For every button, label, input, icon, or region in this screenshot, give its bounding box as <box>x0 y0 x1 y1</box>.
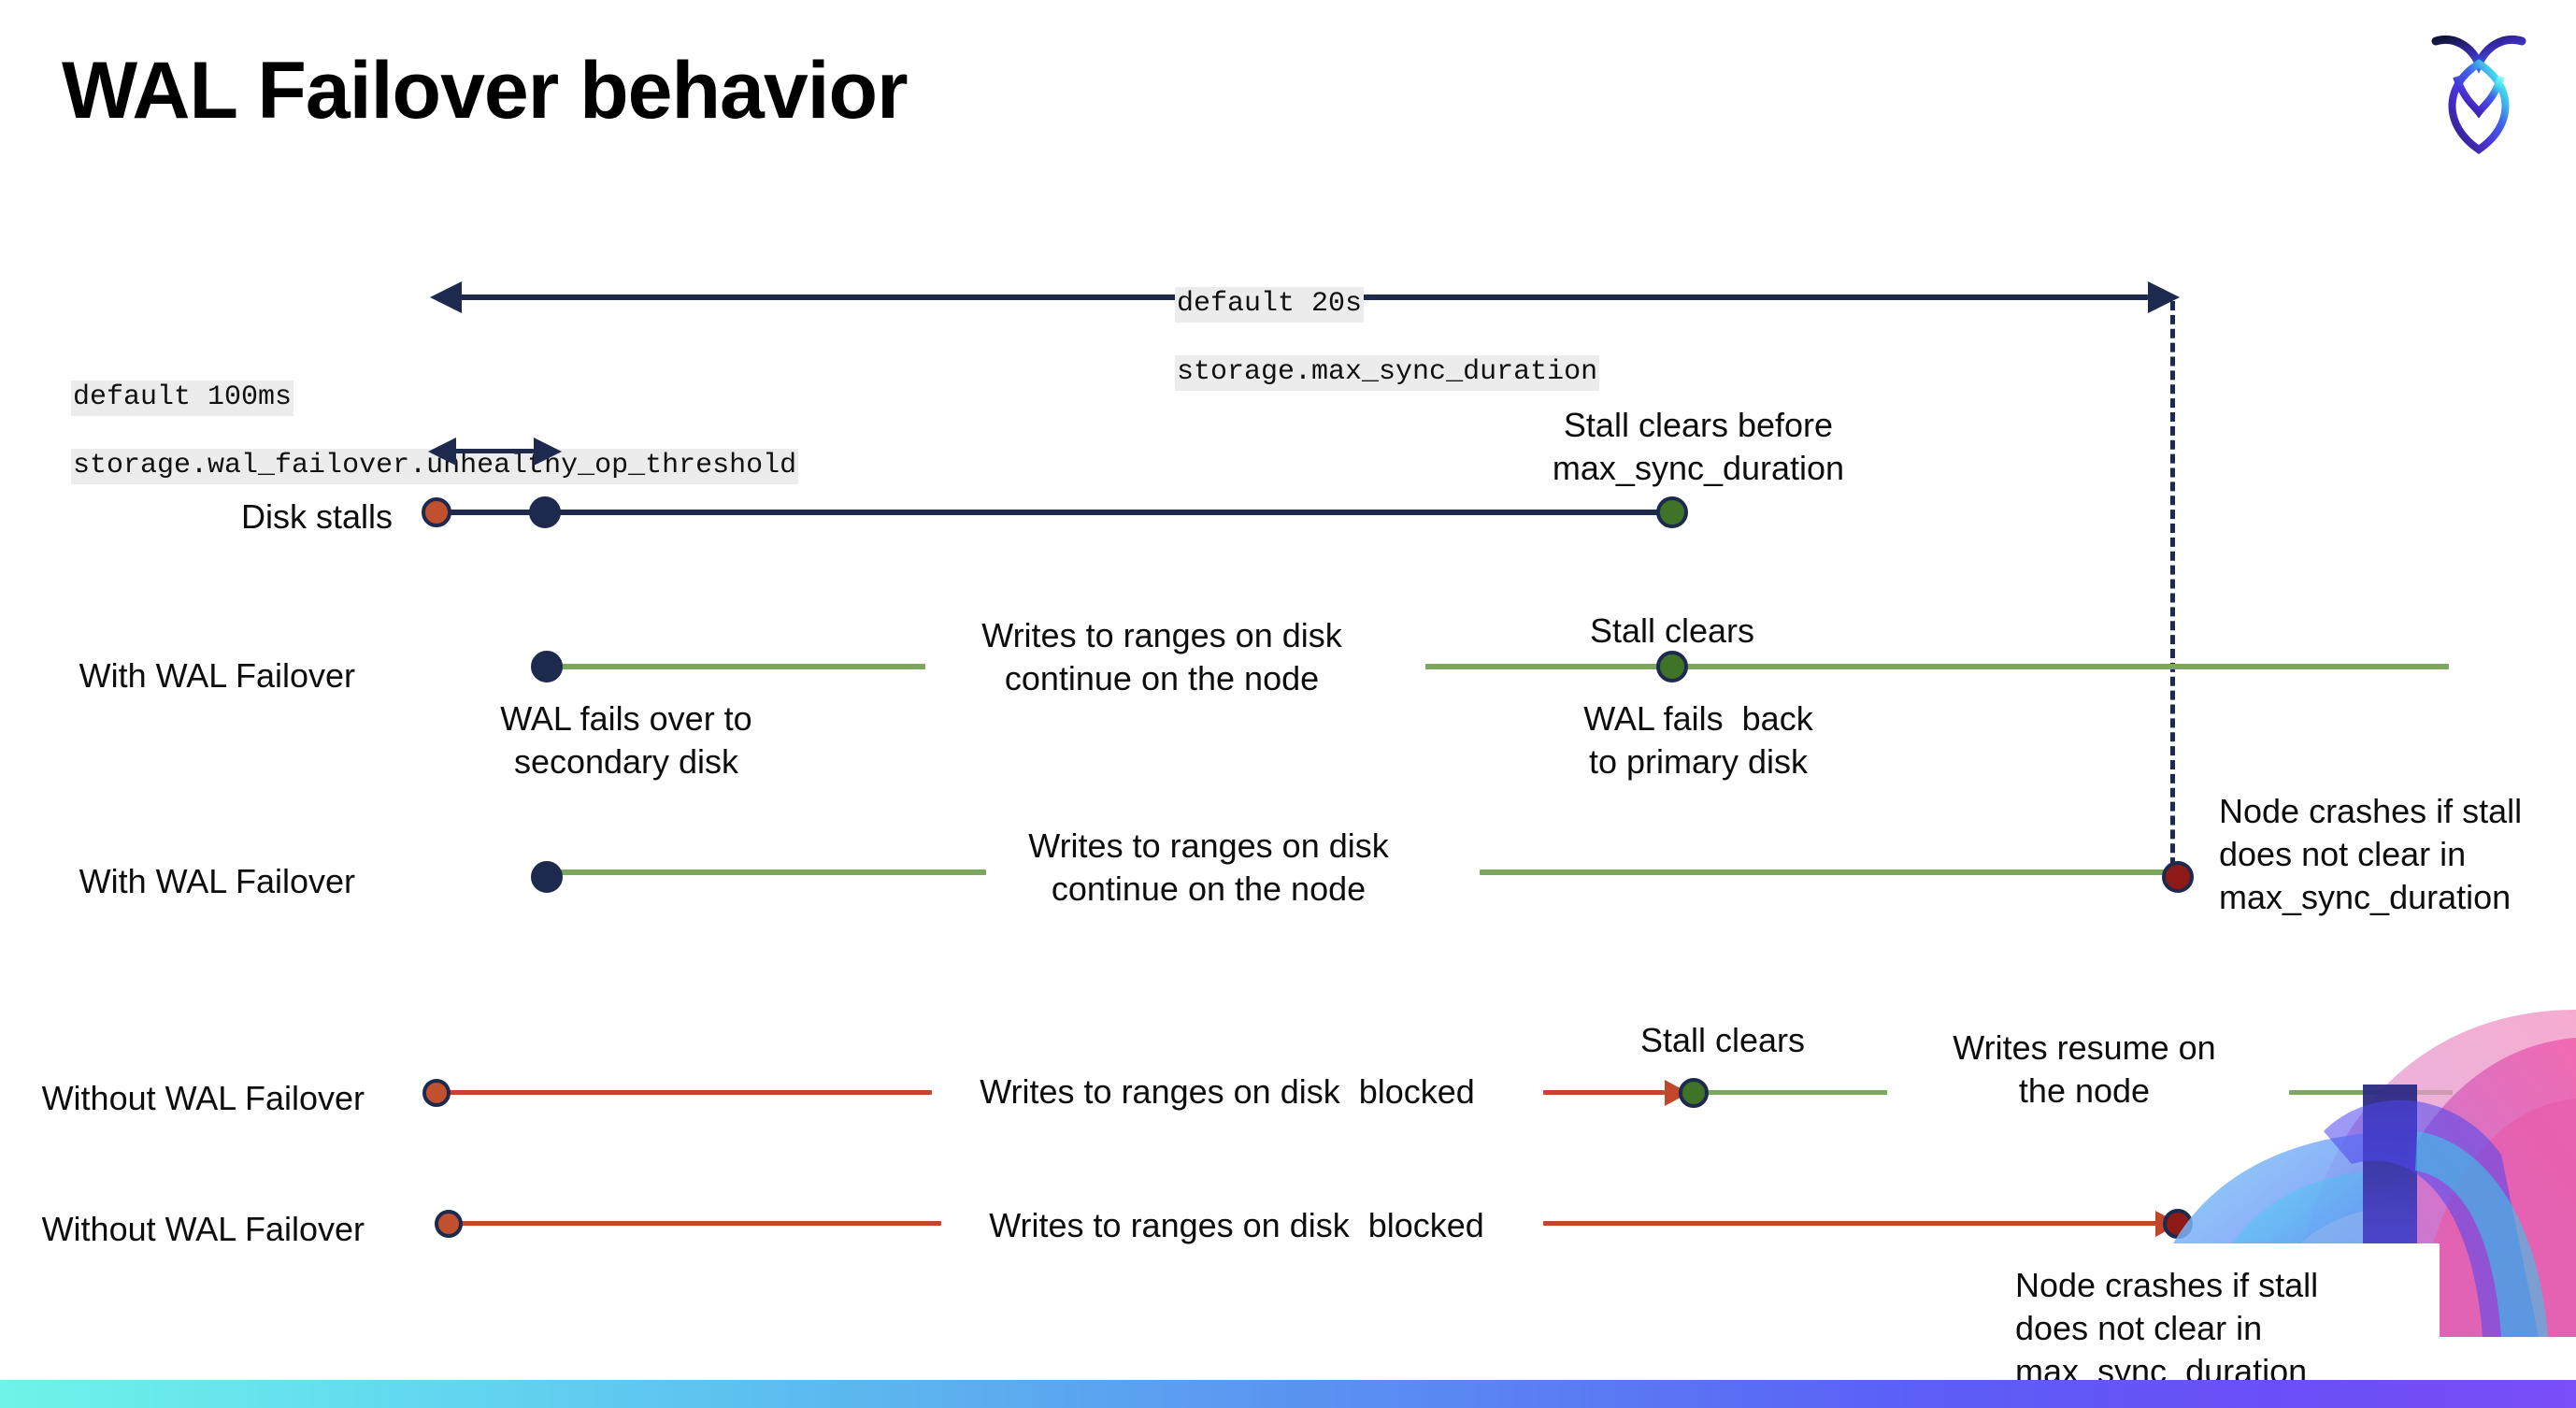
row4-red-segment-left <box>436 1090 932 1095</box>
row3-node-crash-marker <box>2162 861 2194 893</box>
row4-stall-start-marker <box>422 1079 451 1107</box>
disk-stalls-timeline <box>436 510 1672 515</box>
max-sync-dashed-guide <box>2170 301 2175 881</box>
disk-stall-threshold-marker <box>529 496 561 528</box>
row5-red-segment-left <box>449 1221 941 1226</box>
annotation-writes-blocked-2: Writes to ranges on disk blocked <box>989 1206 1484 1244</box>
annotation-writes-blocked-1: Writes to ranges on disk blocked <box>980 1072 1475 1111</box>
annotation-writes-continue-2: Writes to ranges on disk continue on the… <box>1028 826 1389 909</box>
row-label-with-wal-failover-2: With WAL Failover <box>79 862 355 900</box>
max-sync-span-left-arrowhead <box>430 281 462 313</box>
row5-red-segment-right <box>1543 1221 2160 1226</box>
annotation-stall-clears-1: Stall clears <box>1589 611 1755 650</box>
annotation-writes-continue-1: Writes to ranges on disk continue on the… <box>981 616 1342 698</box>
annotation-wal-fails-back: WAL fails back to primary disk <box>1583 699 1813 782</box>
row-label-without-wal-failover-1: Without WAL Failover <box>41 1079 365 1117</box>
row4-red-segment-right <box>1543 1090 1665 1095</box>
row-label-without-wal-failover-2: Without WAL Failover <box>41 1210 365 1248</box>
row2-green-segment-left <box>547 664 925 669</box>
threshold-span-line <box>455 449 534 453</box>
disk-stall-clear-marker <box>1656 496 1688 528</box>
row-label-disk-stalls: Disk stalls <box>240 497 393 536</box>
max-sync-default-label: default 20s <box>1175 287 1365 323</box>
annotation-stall-clears-2: Stall clears <box>1639 1021 1806 1059</box>
bottom-gradient-bar <box>0 1380 2576 1408</box>
row3-failover-marker <box>531 861 563 893</box>
unhealthy-op-threshold-annotation: default 100ms storage.wal_failover.unhea… <box>37 348 799 484</box>
annotation-node-crashes-1: Node crashes if stall does not clear in … <box>2219 792 2523 917</box>
disk-stall-start-marker <box>422 497 451 527</box>
row-label-with-wal-failover-1: With WAL Failover <box>79 656 355 695</box>
page-title: WAL Failover behavior <box>62 46 909 136</box>
threshold-span-right-arrowhead <box>534 438 562 466</box>
row5-node-crash-marker <box>2163 1209 2193 1239</box>
row3-green-segment-left <box>547 869 986 875</box>
threshold-default-label: default 100ms <box>71 381 294 416</box>
row4-green-segment <box>1694 1090 1887 1095</box>
row3-green-segment-right <box>1480 869 2182 875</box>
threshold-span-left-arrowhead <box>428 438 456 466</box>
annotation-node-crashes-2: Node crashes if stall does not clear in … <box>2015 1266 2319 1391</box>
max-sync-name-label: storage.max_sync_duration <box>1175 355 1600 391</box>
max-sync-duration-annotation: default 20s storage.max_sync_duration <box>1141 254 1600 391</box>
row4-green-segment-far <box>2289 1090 2453 1095</box>
row2-failover-marker <box>531 651 563 682</box>
row5-stall-start-marker <box>435 1210 463 1238</box>
row2-green-segment-right <box>1425 664 2449 669</box>
annotation-writes-resume: Writes resume on the node <box>1953 1028 2216 1111</box>
row4-stall-clears-marker <box>1679 1078 1709 1108</box>
cockroach-logo-icon <box>2423 26 2535 157</box>
row2-stall-clears-marker <box>1656 651 1688 682</box>
annotation-wal-fails-over: WAL fails over to secondary disk <box>500 699 752 782</box>
annotation-stall-clears-before: Stall clears before max_sync_duration <box>1552 406 1845 488</box>
